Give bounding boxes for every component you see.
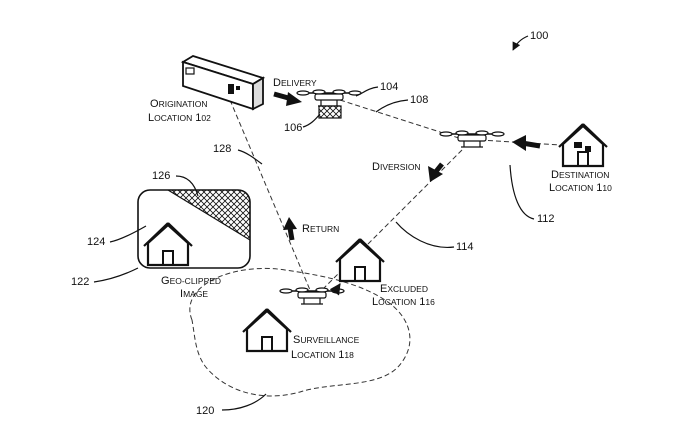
surveillance-label-line2: LOCATION 118 bbox=[291, 349, 354, 361]
delivery-arrow bbox=[273, 91, 302, 106]
figure-ref-label: 100 bbox=[530, 30, 548, 42]
delivery-path-108 bbox=[339, 99, 466, 141]
geo-clipped-label-line1: GEO-CLIPPED bbox=[161, 275, 221, 287]
leader-104 bbox=[355, 86, 379, 97]
surveillance-drone-icon bbox=[279, 287, 345, 305]
return-path-128 bbox=[229, 99, 311, 291]
approach-drone-icon bbox=[439, 130, 505, 148]
return-arrow bbox=[283, 217, 297, 241]
ref-112: 112 bbox=[537, 213, 555, 225]
destination-house-icon bbox=[557, 122, 609, 168]
leader-126 bbox=[175, 175, 199, 197]
destination-label-line2: LOCATION 110 bbox=[549, 182, 612, 194]
ref-128: 128 bbox=[213, 143, 231, 155]
ref-108: 108 bbox=[410, 94, 428, 106]
surveillance-house-icon bbox=[241, 307, 293, 353]
ref-122: 122 bbox=[71, 276, 89, 288]
origination-label-line1: ORIGINATION bbox=[150, 98, 208, 110]
ref-124: 124 bbox=[87, 236, 105, 248]
excluded-label-line2: LOCATION 116 bbox=[372, 296, 435, 308]
leader-108 bbox=[375, 99, 409, 113]
diversion-arrow bbox=[428, 162, 444, 182]
delivery-label: DELIVERY bbox=[273, 77, 317, 89]
leader-120 bbox=[221, 393, 267, 411]
leader-128 bbox=[237, 149, 263, 165]
leader-112 bbox=[509, 164, 535, 220]
surveillance-area bbox=[189, 267, 411, 397]
ref-120: 120 bbox=[196, 405, 214, 417]
destination-label-line1: DESTINATION bbox=[551, 169, 609, 181]
destination-arrow bbox=[512, 135, 541, 151]
geo-clipped-label-line2: IMAGE bbox=[180, 288, 208, 300]
excluded-house-icon bbox=[334, 237, 386, 283]
return-label: RETURN bbox=[302, 223, 339, 235]
leader-122 bbox=[93, 267, 139, 283]
diversion-label: DIVERSION bbox=[372, 161, 421, 173]
leader-114 bbox=[395, 221, 455, 248]
leader-106 bbox=[302, 113, 321, 128]
figure-ref-arrow bbox=[512, 35, 529, 51]
excluded-label-line1: EXCLUDED bbox=[380, 283, 428, 295]
ref-104: 104 bbox=[380, 81, 398, 93]
warehouse-icon bbox=[180, 55, 266, 111]
package-icon bbox=[318, 105, 342, 119]
ref-114: 114 bbox=[456, 241, 474, 253]
surveillance-label-line1: SURVEILLANCE bbox=[293, 334, 360, 346]
surveillance-drone-arrow bbox=[329, 283, 341, 296]
ref-126: 126 bbox=[152, 170, 170, 182]
origination-label-line2: LOCATION 102 bbox=[148, 112, 211, 124]
leader-124 bbox=[109, 225, 147, 243]
ref-106: 106 bbox=[284, 122, 302, 134]
